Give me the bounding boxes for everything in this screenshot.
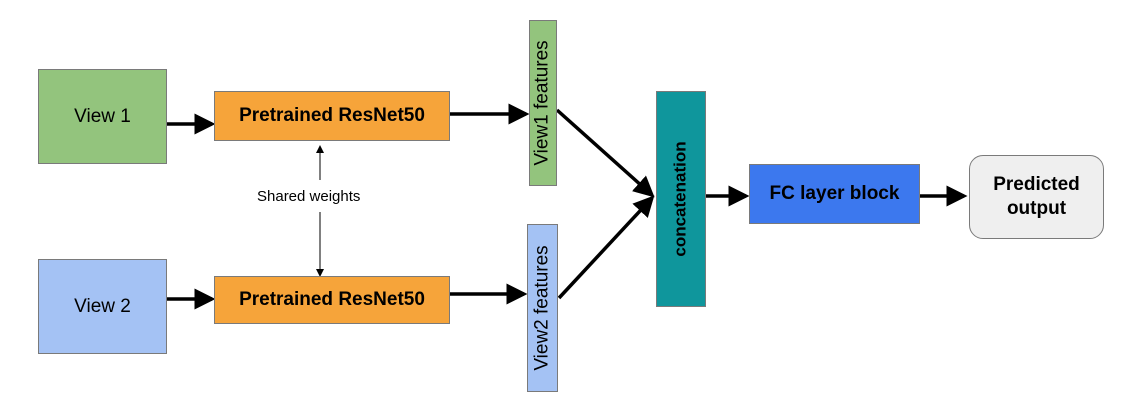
fc-layer-block-label: FC layer block xyxy=(769,183,900,204)
view2-features-label: View2 features xyxy=(531,245,553,371)
predicted-output-box: Predicted output xyxy=(969,155,1104,239)
resnet-top-label: Pretrained ResNet50 xyxy=(239,105,425,126)
view2-features-box: View2 features xyxy=(527,224,558,392)
concatenation-label: concatenation xyxy=(671,141,690,257)
view1-features-box: View1 features xyxy=(529,20,557,186)
resnet-bottom-box: Pretrained ResNet50 xyxy=(214,276,450,324)
concatenation-box: concatenation xyxy=(656,91,706,307)
resnet-bottom-label: Pretrained ResNet50 xyxy=(239,289,425,310)
view2-box: View 2 xyxy=(38,259,167,354)
fc-layer-block-box: FC layer block xyxy=(749,164,920,224)
predicted-output-line1: Predicted xyxy=(993,174,1080,195)
arrow-view1-features-to-concatenation xyxy=(555,108,655,198)
shared-weights-label: Shared weights xyxy=(257,188,361,205)
arrow-view2-features-to-concatenation xyxy=(557,195,655,300)
resnet-top-box: Pretrained ResNet50 xyxy=(214,91,450,141)
predicted-output-line2: output xyxy=(1006,198,1067,219)
view1-box: View 1 xyxy=(38,69,167,164)
view1-features-label: View1 features xyxy=(532,40,553,166)
view1-label: View 1 xyxy=(74,105,131,127)
view2-label: View 2 xyxy=(74,295,131,317)
